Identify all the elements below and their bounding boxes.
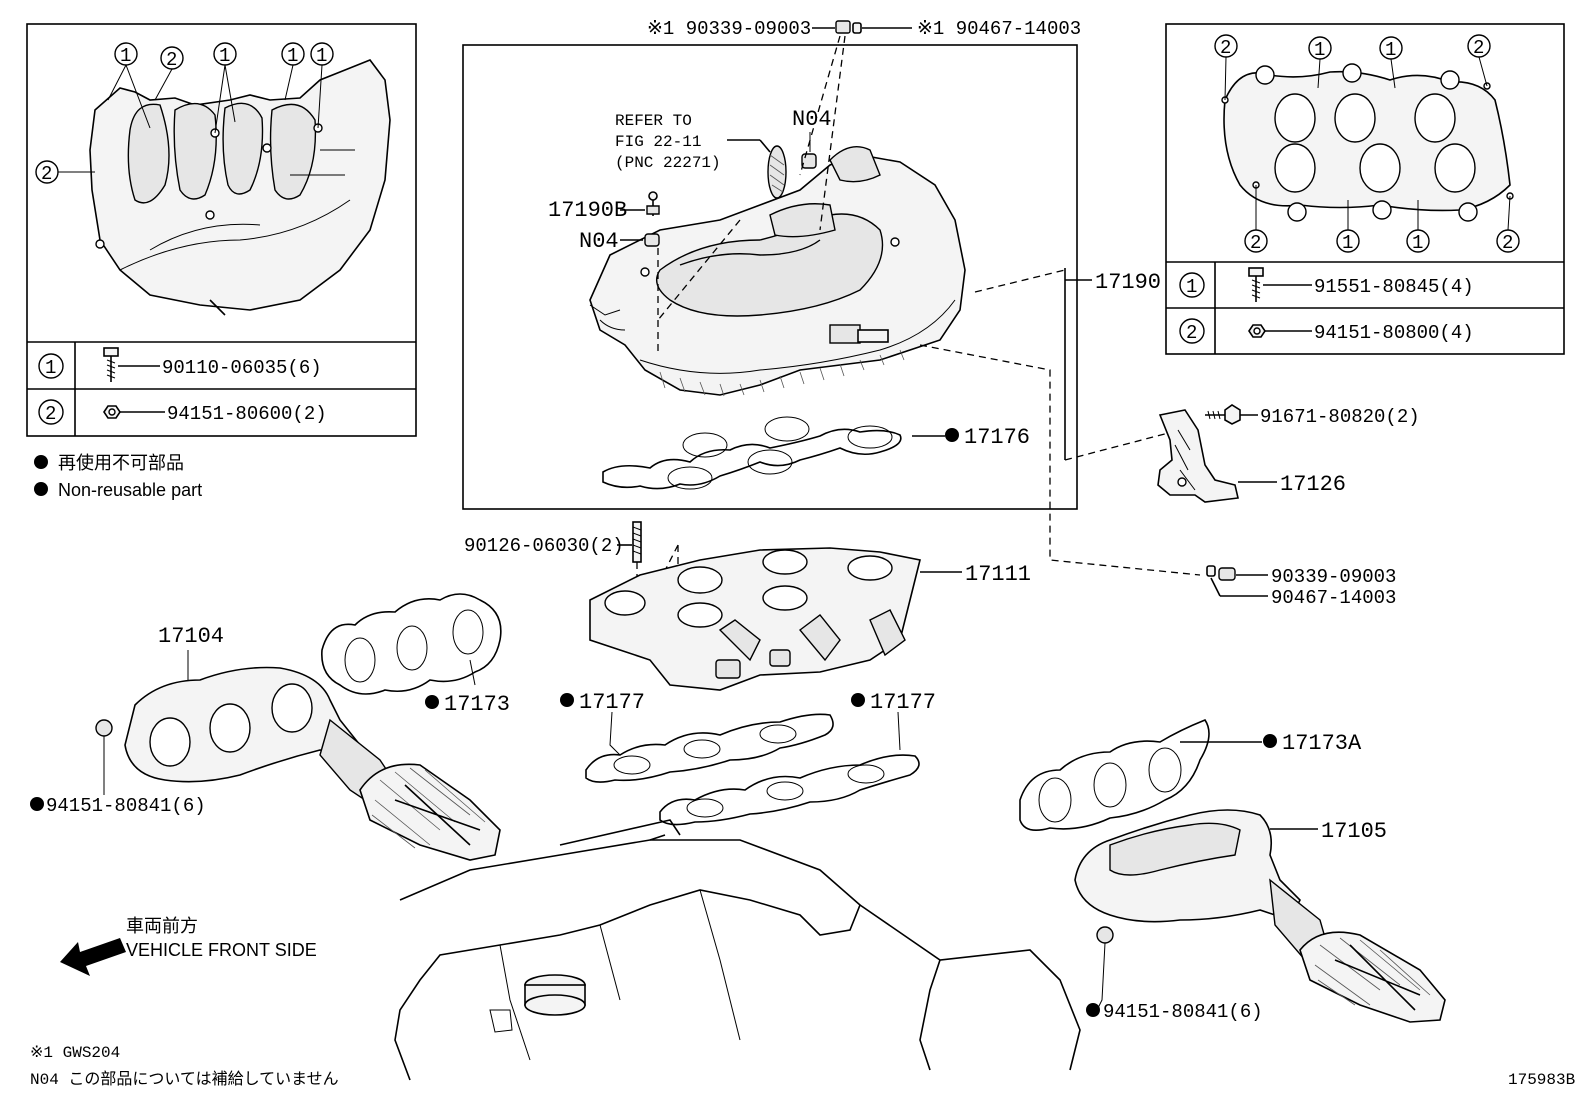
label-94151-right: 94151-80841(6) [1103,1001,1263,1023]
callout-2: 2 [1502,232,1513,254]
figure-id: 175983B [1508,1071,1575,1089]
label-90467: 90467-14003 [1271,587,1396,609]
label-91671: 91671-80820(2) [1260,406,1420,428]
top-vsv-parts: ※1 90339-09003 ※1 90467-14003 [647,18,1081,40]
nut-icon [103,405,121,419]
label-n04-top: N04 [792,107,832,132]
legend-part: 94151-80600(2) [167,403,327,425]
label-n04-left: N04 [579,229,619,254]
label-17105: 17105 [1321,819,1387,844]
callout-1: 1 [1385,39,1396,61]
nut-icon [1248,324,1266,338]
exhaust-flange-drawing [1221,63,1514,222]
legend-num: 2 [1186,322,1197,344]
legend-part: 91551-80845(4) [1314,276,1474,298]
bolt-icon [1248,267,1264,302]
inset-left-panel: 1 2 1 1 1 2 1 90110-06035(6) 2 [26,23,417,437]
label-94151-left: 94151-80841(6) [46,795,206,817]
refer-line-3: (PNC 22271) [615,154,721,172]
gasket-17176-drawing [602,416,902,490]
label-90126: 90126-06030(2) [464,535,624,557]
gasket-17177-left-drawing [585,713,834,783]
label-90339: 90339-09003 [1271,566,1396,588]
gasket-17177-right-drawing [659,754,920,826]
label-17173a: 17173A [1282,731,1362,756]
engine-block-outline [394,819,1081,1081]
refer-line-2: FIG 22-11 [615,133,701,151]
vsv-parts-right: 90339-09003 90467-14003 [1206,565,1396,609]
grommet-n04-left [644,233,660,247]
refer-line-1: REFER TO [615,112,692,130]
label-top-left-part: ※1 90339-09003 [647,18,811,40]
callout-1: 1 [287,45,298,67]
label-17111: 17111 [965,562,1031,587]
intake-manifold-17190-drawing [589,146,966,397]
nonreusable-jp: 再使用不可部品 [58,453,184,473]
gasket-17173a-drawing [1019,719,1210,831]
label-17177-right: 17177 [870,690,936,715]
label-top-right-part: ※1 90467-14003 [917,18,1081,40]
callout-2: 2 [1220,37,1231,59]
grommet-n04-top [801,153,817,169]
label-17190b: 17190B [548,198,627,223]
label-17176: 17176 [964,425,1030,450]
lower-manifold-17111-drawing: 90126-06030(2) 17111 [464,521,1031,691]
callout-1: 1 [219,45,230,67]
legend-num: 2 [45,403,56,425]
callout-1: 1 [1342,232,1353,254]
callout-2: 2 [1473,37,1484,59]
upper-intake-manifold-drawing [89,59,391,316]
bolt-17190b [646,191,660,216]
callout-2: 2 [1250,232,1261,254]
exhaust-manifold-17105-drawing [1074,809,1446,1023]
gasket-17173-drawing [321,593,502,695]
label-17104: 17104 [158,624,224,649]
bracket-17126-drawing: 91671-80820(2) 17126 [1157,404,1420,503]
nonreusable-en: Non-reusable part [58,480,202,500]
callout-1: 1 [1412,232,1423,254]
callout-1: 1 [1314,39,1325,61]
label-17126: 17126 [1280,472,1346,497]
footnote-n04: N04 この部品については補給していません [30,1070,339,1089]
exhaust-manifold-17104-drawing: 17104 [95,624,501,861]
callout-2: 2 [166,49,177,71]
legend-num: 1 [1186,276,1197,298]
legend-num: 1 [45,357,56,379]
nonreusable-legend: 再使用不可部品 Non-reusable part [34,453,202,500]
footnote-1: ※1 GWS204 [30,1044,120,1062]
inset-right-panel: 2 1 1 2 2 1 1 2 1 91551-80845(4) 2 94151… [1165,23,1565,355]
bolt-91671 [1205,404,1241,425]
legend-part: 90110-06035(6) [162,357,322,379]
vehicle-front-arrow: 車両前方 VEHICLE FRONT SIDE [60,916,317,976]
label-17190: 17190 [1095,270,1161,295]
callout-1: 1 [120,45,131,67]
intake-manifold-box: 17176 REFER TO FIG 22-11 (PNC 22271) N04… [462,35,1078,510]
front-jp: 車両前方 [126,916,198,936]
label-17177-left: 17177 [579,690,645,715]
front-en: VEHICLE FRONT SIDE [126,940,317,960]
label-17173: 17173 [444,692,510,717]
callout-1: 1 [316,45,327,67]
legend-part: 94151-80800(4) [1314,322,1474,344]
callout-2: 2 [41,163,52,185]
filter-screen-drawing [767,145,787,199]
bolt-icon [103,347,119,382]
